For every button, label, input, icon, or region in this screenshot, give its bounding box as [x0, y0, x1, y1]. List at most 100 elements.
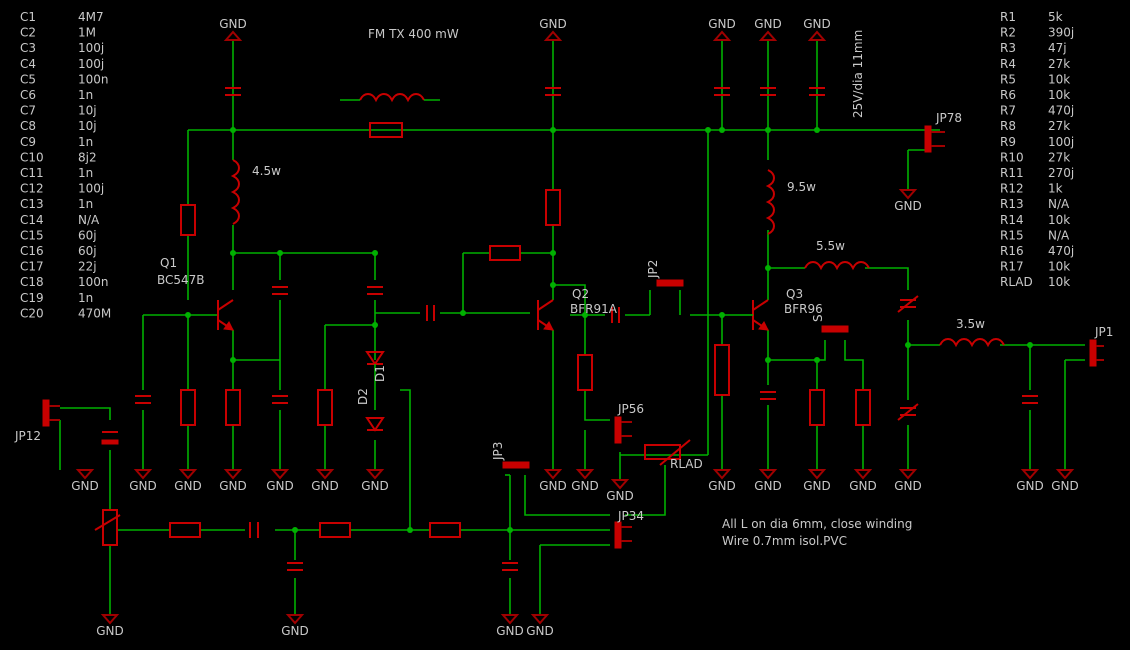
gnd-label: GND	[894, 479, 922, 493]
wires	[59, 40, 1085, 615]
jp34-ref: JP34	[617, 509, 644, 523]
ground-symbol	[898, 189, 918, 200]
resistor-value: 47j	[1048, 41, 1067, 55]
resistor-ref: R10	[1000, 150, 1024, 164]
capacitor-value: 100n	[78, 275, 109, 289]
capacitor-ref: C17	[20, 260, 44, 274]
q1-value: BC547B	[157, 273, 205, 287]
gnd-label: GND	[174, 479, 202, 493]
capacitor-value: 100n	[78, 72, 109, 86]
resistor-ref: R4	[1000, 57, 1016, 71]
capacitor-ref: C12	[20, 182, 44, 196]
l7-note: 3.5w	[956, 317, 985, 331]
q2-ref: Q2	[572, 287, 589, 301]
resistor-ref: R11	[1000, 166, 1024, 180]
gnd-label: GND	[219, 17, 247, 31]
resistor-ref: R1	[1000, 10, 1016, 24]
resistor-ref: R12	[1000, 182, 1024, 196]
ground-symbol	[758, 30, 778, 41]
gnd-label: GND	[803, 479, 831, 493]
capacitor-ref: C9	[20, 135, 36, 149]
l6-note: 5.5w	[816, 239, 845, 253]
resistor-value: 270j	[1048, 166, 1074, 180]
capacitor-ref: C8	[20, 119, 36, 133]
ground-symbol	[807, 30, 827, 41]
junctions	[185, 127, 1033, 533]
resistor-ref: R3	[1000, 41, 1016, 55]
transistor-q3	[740, 299, 769, 331]
q3-ref: Q3	[786, 287, 803, 301]
capacitors	[101, 87, 1038, 571]
resistor-value: 10k	[1048, 213, 1070, 227]
gnd-label: GND	[526, 624, 554, 638]
d1-ref: D1	[373, 365, 387, 382]
capacitor-value: 470M	[78, 306, 111, 320]
reference-labels: Q1 BC547B Q2 BFR91A Q3 BFR96 4.5w 9.5w 5…	[14, 111, 1113, 523]
resistor-value: N/A	[1048, 228, 1070, 242]
gnd-label: GND	[1051, 479, 1079, 493]
resistor-ref: R14	[1000, 213, 1024, 227]
cap-c20-note: 25V/dia 11mm	[851, 30, 865, 118]
capacitor-value: 60j	[78, 244, 97, 258]
ground-symbol	[75, 469, 95, 480]
capacitor-ref: C2	[20, 26, 36, 40]
q2-value: BFR91A	[570, 302, 618, 316]
capacitor-value: 1n	[78, 88, 93, 102]
ground-symbol	[285, 614, 305, 625]
ground-symbol	[365, 469, 385, 480]
schematic-title: FM TX 400 mW	[368, 27, 459, 41]
capacitor-ref: C14	[20, 213, 44, 227]
ground-symbol	[610, 479, 630, 490]
ground-symbol	[807, 469, 827, 480]
ground-symbol	[178, 469, 198, 480]
resistor-ref: R13	[1000, 197, 1024, 211]
capacitor-value: 1n	[78, 135, 93, 149]
ground-symbol	[1055, 469, 1075, 480]
capacitor-value: 1n	[78, 197, 93, 211]
capacitor-value: 100j	[78, 182, 104, 196]
ground-symbol	[853, 469, 873, 480]
capacitor-value: 1n	[78, 166, 93, 180]
gnd-label: GND	[219, 479, 247, 493]
jp3-ref: JP3	[491, 442, 505, 461]
resistor-ref: R16	[1000, 244, 1024, 258]
inductors	[230, 93, 1005, 348]
jp2-ref: JP2	[646, 260, 660, 279]
capacitor-ref: C5	[20, 72, 36, 86]
ground-symbol	[530, 614, 550, 625]
ground-symbol	[315, 469, 335, 480]
resistor-ref: R9	[1000, 135, 1016, 149]
gnd-label: GND	[96, 624, 124, 638]
gnd-label: GND	[539, 17, 567, 31]
resistor-ref: R8	[1000, 119, 1016, 133]
resistor-value: 470j	[1048, 244, 1074, 258]
gnd-label: GND	[754, 17, 782, 31]
gnd-label: GND	[1016, 479, 1044, 493]
gnd-label: GND	[129, 479, 157, 493]
transistor-q2	[537, 299, 554, 331]
gnd-label: GND	[708, 479, 736, 493]
resistor-value: 27k	[1048, 150, 1070, 164]
l1-note: 4.5w	[252, 164, 281, 178]
s-ref: S	[811, 314, 825, 322]
gnd-label: GND	[281, 624, 309, 638]
capacitor-value: 22j	[78, 260, 97, 274]
ground-symbol	[270, 469, 290, 480]
gnd-label: GND	[708, 17, 736, 31]
capacitor-ref: C20	[20, 306, 44, 320]
ground-symbol	[758, 469, 778, 480]
resistor-value: 10k	[1048, 72, 1070, 86]
d2-ref: D2	[356, 388, 370, 405]
capacitor-ref: C10	[20, 150, 44, 164]
capacitor-ref: C16	[20, 244, 44, 258]
diodes	[365, 351, 385, 432]
trimmer-ref: RLAD	[670, 457, 703, 471]
ground-symbol	[543, 469, 563, 480]
capacitor-value: 100j	[78, 41, 104, 55]
gnd-label: GND	[849, 479, 877, 493]
ground-symbol	[1020, 469, 1040, 480]
ground-symbol	[543, 30, 563, 41]
gnd-label: GND	[496, 624, 524, 638]
gnd-label: GND	[606, 489, 634, 503]
